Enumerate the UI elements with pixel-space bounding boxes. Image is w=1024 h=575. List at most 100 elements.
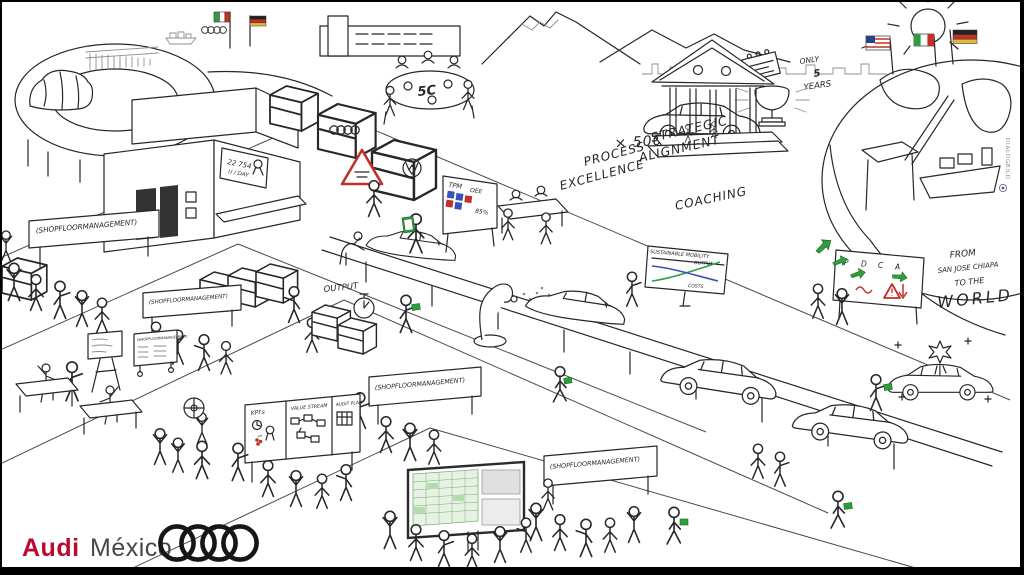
award-car-scene	[869, 337, 994, 412]
germany-flag-icon	[249, 15, 267, 47]
trophy-icon	[734, 85, 810, 127]
andon-display-scene	[382, 460, 555, 569]
covered-prototype-car	[29, 69, 94, 111]
kpi-board	[244, 393, 361, 464]
globe-scene: DIALOGBILD	[821, 0, 1024, 301]
student-desk-1	[15, 363, 79, 413]
award-ribbon-icon	[252, 159, 264, 176]
tablet-icon	[679, 518, 689, 526]
sustainability-scene: SUSTAINABLE MOBILITY OUTPUT COSTS	[626, 245, 729, 307]
tablet-icon	[843, 502, 853, 510]
shopfloor-board-3: (SHOPFLOORMANAGEMENT)	[368, 366, 482, 425]
tablet-icon	[411, 303, 421, 311]
bridge-icon	[85, 46, 159, 71]
red-scribble-icon	[255, 435, 263, 446]
pdca-d: D	[861, 260, 867, 269]
tpm-board	[442, 175, 498, 235]
factory-output-sign: 22 754 U / DAY	[219, 147, 269, 189]
pdca-scene: P D C A	[810, 235, 925, 326]
years-label: YEARS	[803, 79, 832, 93]
clipboard-icon	[401, 216, 416, 234]
five-years-number: 5	[813, 68, 821, 80]
usa-flag-icon	[865, 35, 894, 75]
presentation-screen	[644, 245, 729, 295]
from-label: FROM	[949, 248, 976, 261]
mexico-flag-icon	[213, 11, 231, 49]
safety-sign	[340, 148, 384, 218]
tpm-scene: TPM OEE 85%	[401, 175, 569, 254]
red-warning-triangle-icon	[883, 283, 901, 299]
audi-rings-icon	[158, 524, 259, 562]
place-label: SAN JOSE CHIAPA	[937, 261, 999, 275]
audi-rings-icon	[201, 26, 227, 34]
export-slogan: FROM SAN JOSE CHIAPA TO THE WORLD	[936, 248, 1013, 312]
info-board-wheeled: (SHOPFLOORMANAGEMENT)	[133, 329, 189, 378]
shopfloor-title: (SHOPFLOORMANAGEMENT)	[137, 334, 189, 342]
assembled-car-2	[790, 396, 912, 453]
globe-icon	[821, 59, 1024, 301]
watermark-label: DIALOGBILD	[1004, 138, 1010, 180]
audi-wordmark: Audi	[22, 534, 80, 562]
vw-logo-icon	[402, 158, 422, 178]
walking-staff	[666, 490, 853, 545]
green-arrow-icon	[812, 235, 835, 257]
line-worker-bending	[339, 231, 365, 266]
audi-mexico-logo: Audi México	[22, 524, 259, 562]
sustainability-title: SUSTAINABLE MOBILITY	[650, 249, 710, 260]
output-label: OUTPUT	[323, 281, 359, 295]
kpi-board-scene: KPI's VALUE STREAM AUDIT PLAN	[231, 393, 363, 509]
factory-building: 22 754 U / DAY	[103, 87, 307, 253]
oee-value: 85%	[475, 208, 489, 217]
output-scene: OUTPUT	[304, 281, 421, 355]
cargo-ship-icon	[919, 147, 1001, 199]
roundtable-5c: 5C	[383, 50, 475, 125]
student-desk-2	[79, 385, 143, 435]
germany-flag-icon	[949, 29, 978, 65]
chart-up-label: OUTPUT	[694, 260, 714, 267]
award-ribbon-icon	[265, 425, 275, 441]
audit-calendar-icon	[336, 411, 353, 426]
painted-car-body	[523, 281, 629, 329]
presenter	[626, 271, 642, 307]
output-trend-line	[651, 261, 721, 282]
shopfloor-board-1: (SHOPFLOORMANAGEMENT)	[28, 209, 160, 268]
coaching-label: COACHING	[674, 184, 749, 213]
audit-plan-label: AUDIT PLAN	[335, 400, 363, 408]
award-burst-icon	[928, 340, 952, 375]
value-stream-label: VALUE STREAM	[291, 403, 329, 412]
audi-rings-icon	[329, 125, 360, 135]
tablet-icon	[883, 383, 893, 391]
production-line	[321, 223, 1003, 487]
meeting-table	[497, 185, 569, 245]
supplier-building	[319, 15, 461, 57]
celebration-scene	[152, 397, 211, 480]
line-inspector	[552, 365, 567, 403]
flipchart-easel	[87, 330, 123, 393]
export-conveyor	[861, 95, 955, 211]
kpis-label: KPI's	[251, 409, 266, 417]
perspective-lines	[0, 111, 1011, 575]
shopfloor-board-2: (SHOPFLOORMANAGEMENT)	[142, 284, 242, 335]
shopfloor-board-4: (SHOPFLOORMANAGEMENT)	[543, 445, 658, 505]
tablet-icon	[563, 376, 573, 385]
mexico-wordmark: México	[90, 534, 172, 562]
production-spreadsheet	[412, 469, 479, 527]
only-label: ONLY	[799, 54, 821, 66]
ship-icon	[165, 31, 197, 45]
classroom-scene: (SHOPFLOORMANAGEMENT)	[15, 329, 189, 435]
chart-down-label: COSTS	[688, 283, 704, 290]
value-stream-map	[290, 414, 326, 443]
cost-trend-line	[651, 265, 719, 282]
factory-sign-line2: U / DAY	[228, 169, 250, 179]
tpm-label: TPM	[448, 181, 463, 191]
eye-watermark-icon	[998, 183, 1008, 193]
loading-dock	[215, 195, 307, 223]
award-car	[887, 363, 994, 401]
paint-robot-icon	[473, 283, 551, 348]
warning-triangle-icon	[340, 148, 384, 186]
five-c-label: 5C	[417, 83, 438, 100]
clock-icon	[251, 419, 263, 431]
